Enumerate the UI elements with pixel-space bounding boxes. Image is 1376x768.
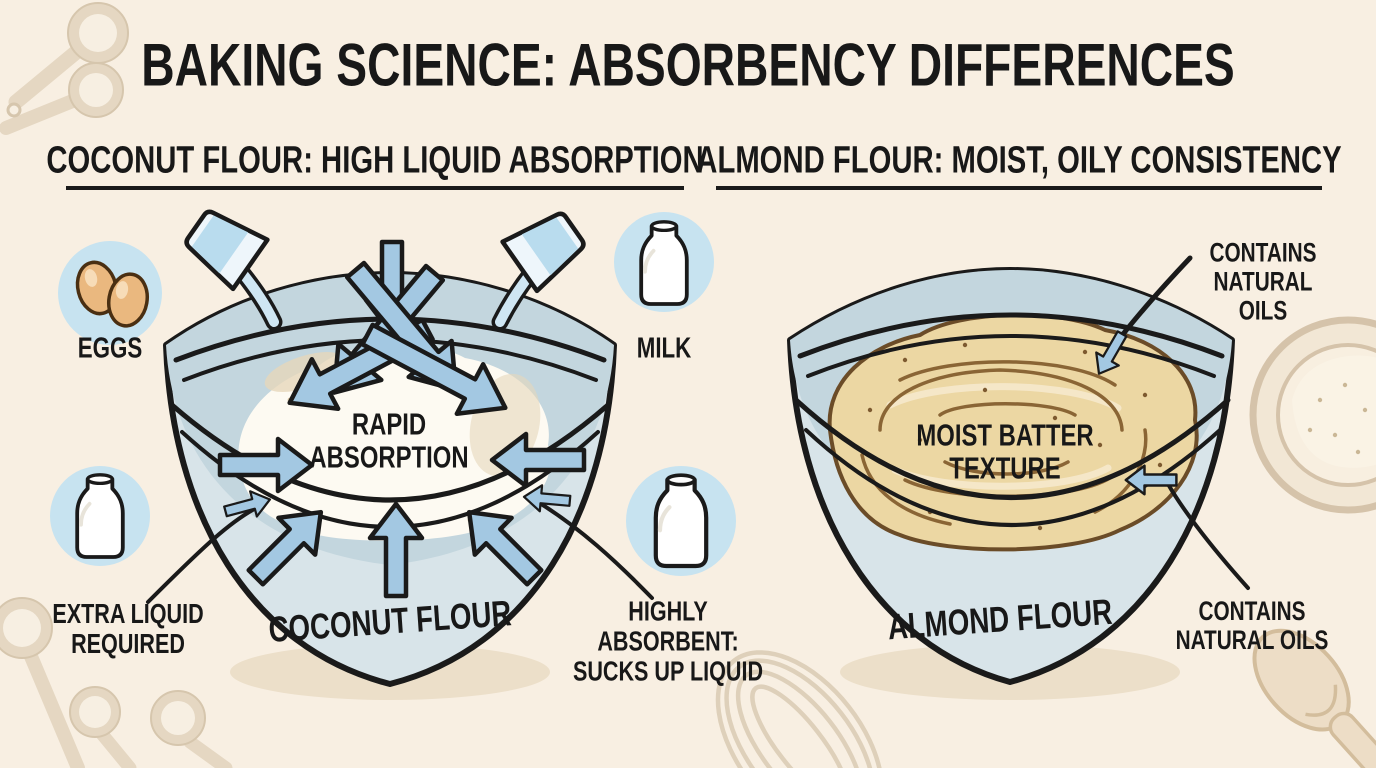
measuring-spoons-icon [0,2,129,135]
extra-liquid-label: EXTRA LIQUID REQUIRED [13,597,243,659]
milk-bottle-icon [50,466,150,566]
milk-label-text: MILK [636,332,692,365]
milk-bottle-icon [614,212,714,312]
contains-oils-label-top-text: CONTAINS NATURAL OILS [1209,237,1317,326]
highly-absorbent-label-text: HIGHLY ABSORBENT: SUCKS UP LIQUID [572,595,764,688]
page-title: BAKING SCIENCE: ABSORBENCY DIFFERENCES [0,31,1376,99]
eggs-label-text: EGGS [77,332,143,365]
almond-flour-diagram [787,255,1250,700]
moist-batter-label-text: MOIST BATTER TEXTURE [916,417,1094,486]
coconut-section-heading-text: COCONUT FLOUR: HIGH LIQUID ABSORPTION [46,139,704,182]
wooden-spoon-icon [1252,628,1376,768]
contains-oils-label-bottom: CONTAINS NATURAL OILS [1152,595,1352,655]
contains-oils-label-bottom-text: CONTAINS NATURAL OILS [1175,595,1329,655]
milk-bottle-icon [626,466,736,576]
coconut-section-heading: COCONUT FLOUR: HIGH LIQUID ABSORPTION [0,140,802,181]
contains-oils-label-top: CONTAINS NATURAL OILS [1193,237,1333,326]
page-title-text: BAKING SCIENCE: ABSORBENCY DIFFERENCES [141,31,1235,99]
highly-absorbent-label: HIGHLY ABSORBENT: SUCKS UP LIQUID [543,595,793,688]
almond-heading-underline [716,186,1322,190]
measuring-spoons-icon [0,597,233,768]
eggs-icon [58,241,162,345]
extra-liquid-label-text: EXTRA LIQUID REQUIRED [52,597,204,659]
flour-bowl-icon [1249,316,1376,514]
almond-section-heading: ALMOND FLOUR: MOIST, OILY CONSISTENCY [600,140,1376,181]
coconut-flour-diagram [50,202,736,700]
whisk-icon [715,650,885,768]
moist-batter-label: MOIST BATTER TEXTURE [865,417,1145,486]
eggs-label: EGGS [68,332,152,365]
almond-section-heading-text: ALMOND FLOUR: MOIST, OILY CONSISTENCY [696,139,1342,182]
rapid-absorption-label-text: RAPID ABSORPTION [309,406,469,475]
milk-label: MILK [629,332,700,365]
rapid-absorption-label: RAPID ABSORPTION [269,406,509,475]
measuring-cup-pour-icon [179,202,283,331]
oils-annotation-arrows [1086,255,1250,590]
annotation-connectors [146,482,654,604]
coconut-heading-underline [66,186,684,190]
measuring-cup-pour-icon [491,204,591,331]
